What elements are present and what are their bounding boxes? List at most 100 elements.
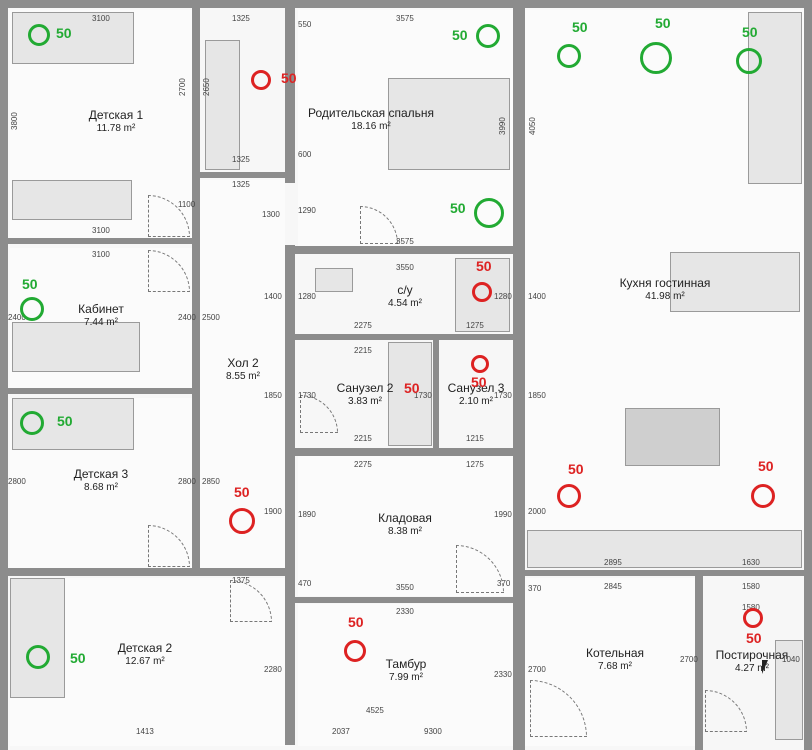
dimension: 1630 <box>742 558 760 567</box>
green-marker-value: 50 <box>70 650 86 666</box>
red-marker-value: 50 <box>404 380 420 396</box>
red-marker-value: 50 <box>746 630 762 646</box>
dimension: 1215 <box>466 434 484 443</box>
red-marker-value: 50 <box>568 461 584 477</box>
desk <box>12 180 132 220</box>
green-marker-circle <box>476 24 500 48</box>
mouse-cursor-icon <box>762 660 774 674</box>
room-label-kuhnya: Кухня гостинная 41.98 m² <box>600 276 730 304</box>
wall <box>0 0 812 8</box>
dimension: 3100 <box>92 250 110 259</box>
dimension: 1730 <box>298 391 316 400</box>
red-marker-circle <box>751 484 775 508</box>
dimension: 1325 <box>232 14 250 23</box>
room-area: 12.67 m² <box>125 656 165 667</box>
bed <box>10 578 65 698</box>
washing-machine <box>775 640 803 740</box>
room-area: 7.99 m² <box>389 672 423 683</box>
dimension: 2037 <box>332 727 350 736</box>
sofa <box>12 322 140 372</box>
bathtub <box>388 342 432 446</box>
wall <box>295 334 515 340</box>
red-marker-value: 50 <box>471 374 487 390</box>
dimension: 2330 <box>494 670 512 679</box>
wall <box>8 568 288 576</box>
dimension: 9300 <box>424 727 442 736</box>
wall <box>0 0 8 750</box>
room-area: 2.10 m² <box>459 396 493 407</box>
dimension: 370 <box>497 579 511 588</box>
green-marker-circle <box>474 198 504 228</box>
wardrobe <box>205 40 240 170</box>
dimension: 1375 <box>232 576 250 585</box>
room-label-detskaya-1: Детская 1 11.78 m² <box>66 108 166 136</box>
room-name: Детская 2 <box>117 641 173 655</box>
red-marker-circle <box>471 355 489 373</box>
dimension: 2800 <box>8 477 26 486</box>
dimension: 4050 <box>528 117 537 135</box>
room-name: с/у <box>397 283 413 297</box>
dimension: 1850 <box>528 391 546 400</box>
room-label-postirochnaya: Постирочная 4.27 m² <box>704 648 800 676</box>
dimension: 2400 <box>8 313 26 322</box>
dimension: 3100 <box>92 226 110 235</box>
room-name: Кладовая <box>378 511 432 525</box>
dimension: 3550 <box>396 583 414 592</box>
red-marker-value: 50 <box>476 258 492 274</box>
room-area: 4.54 m² <box>388 298 422 309</box>
room-name: Котельная <box>585 646 645 660</box>
green-marker-circle <box>557 44 581 68</box>
green-marker-circle <box>640 42 672 74</box>
room-area: 41.98 m² <box>645 291 685 302</box>
dimension: 1300 <box>262 210 280 219</box>
room-name: Родительская спальня <box>307 106 435 120</box>
wall <box>295 246 515 254</box>
dimension: 1730 <box>494 391 512 400</box>
red-marker-value: 50 <box>281 70 297 86</box>
green-marker-value: 50 <box>452 27 468 43</box>
dimension: 550 <box>298 20 312 29</box>
wall <box>433 340 439 448</box>
dimension: 1100 <box>178 200 196 209</box>
room-label-roditelskaya: Родительская спальня 18.16 m² <box>296 106 446 134</box>
room-name: Санузел 3 <box>447 381 505 395</box>
dimension: 2700 <box>528 665 546 674</box>
dimension: 1275 <box>466 460 484 469</box>
room-name: Хол 2 <box>227 356 259 370</box>
dimension: 3100 <box>92 14 110 23</box>
red-marker-circle <box>743 608 763 628</box>
red-marker-value: 50 <box>758 458 774 474</box>
wall <box>513 8 525 750</box>
room-label-kotelnaya: Котельная 7.68 m² <box>570 646 660 674</box>
tv-unit <box>625 408 720 466</box>
room-label-kladovaya: Кладовая 8.38 m² <box>360 511 450 539</box>
dimension: 1275 <box>466 321 484 330</box>
room-label-sanuzel-2: Санузел 2 3.83 m² <box>330 381 400 409</box>
green-marker-value: 50 <box>742 24 758 40</box>
dimension: 1290 <box>298 206 316 215</box>
room-name: Кабинет <box>78 302 124 316</box>
room-label-detskaya-3: Детская 3 8.68 m² <box>56 467 146 495</box>
room-area: 7.68 m² <box>598 661 632 672</box>
red-marker-circle <box>557 484 581 508</box>
wall <box>295 448 515 456</box>
red-marker-value: 50 <box>348 614 364 630</box>
room-floor-hol-2 <box>200 180 285 570</box>
dimension: 2850 <box>202 477 220 486</box>
dimension: 2275 <box>354 321 372 330</box>
room-area: 18.16 m² <box>351 121 391 132</box>
dimension: 1413 <box>136 727 154 736</box>
green-marker-circle <box>20 411 44 435</box>
dimension: 370 <box>528 584 542 593</box>
dimension: 1990 <box>494 510 512 519</box>
dining-table <box>670 252 800 312</box>
dimension: 4525 <box>366 706 384 715</box>
green-marker-value: 50 <box>572 19 588 35</box>
dimension: 1280 <box>494 292 512 301</box>
kitchen-counter <box>527 530 802 568</box>
room-area: 7.44 m² <box>84 317 118 328</box>
double-bed <box>388 78 510 170</box>
corner-sofa <box>748 12 802 184</box>
dimension: 3990 <box>498 117 507 135</box>
room-area: 8.68 m² <box>84 482 118 493</box>
